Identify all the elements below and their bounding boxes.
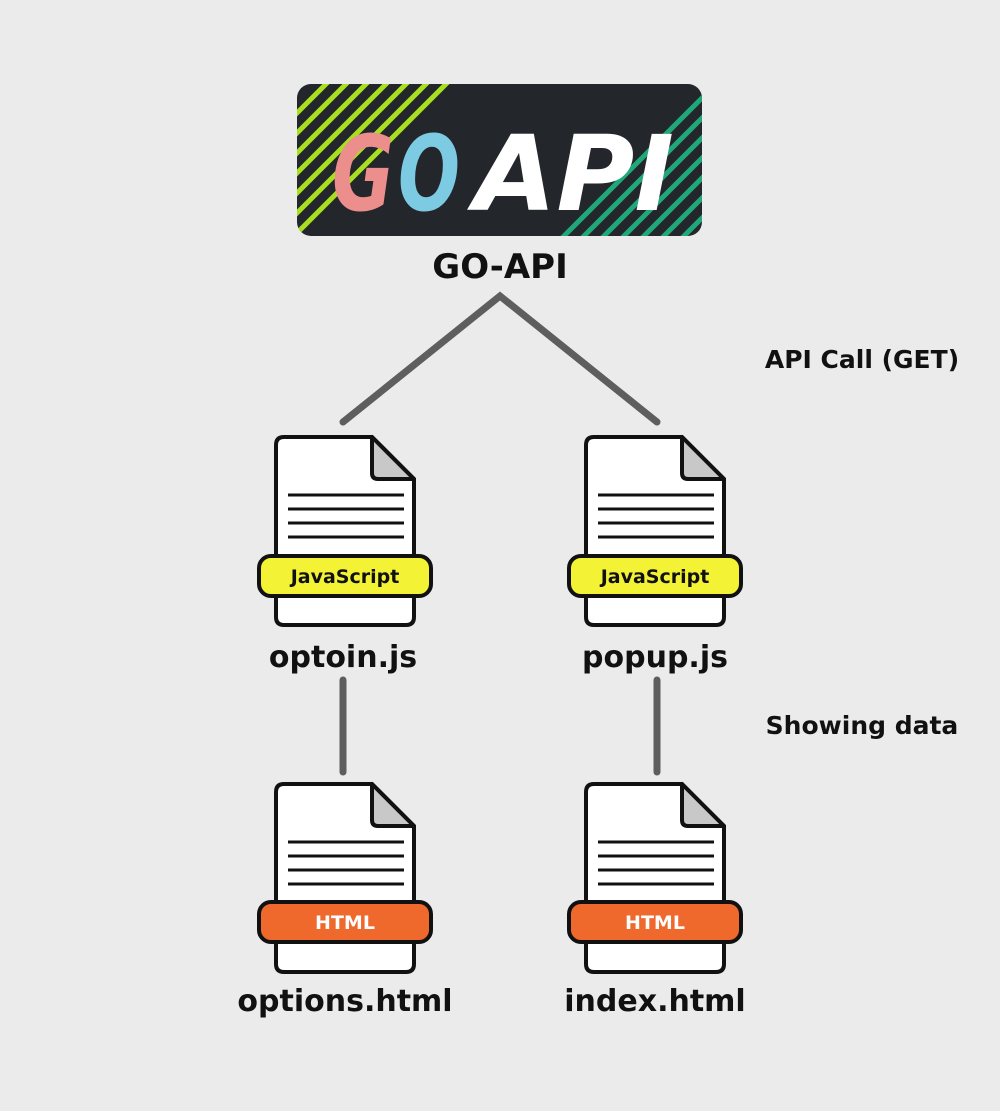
html-tag-label: HTML (315, 912, 375, 934)
logo-word-api: API (467, 113, 674, 235)
file-icon-optoin-js: JavaScript (257, 435, 433, 627)
connectors (339, 291, 661, 776)
javascript-tag-label: JavaScript (289, 566, 400, 588)
page-fold (680, 435, 726, 481)
logo-stripes (297, 84, 702, 236)
showing-data-annotation: Showing data (766, 711, 959, 740)
file-name-popup-js: popup.js (582, 640, 728, 675)
file-name-index-html: index.html (564, 984, 745, 1019)
text-lines-icon (288, 840, 404, 886)
html-tag (257, 900, 433, 944)
html-tag (567, 900, 743, 944)
page-fold (370, 782, 416, 828)
javascript-tag (567, 554, 743, 598)
file-name-optoin-js: optoin.js (269, 640, 417, 675)
root-label: GO-API (432, 247, 567, 287)
file-icon-options-html: HTML (257, 782, 433, 974)
file-icon-popup-js: JavaScript (567, 435, 743, 627)
page-fold (370, 435, 416, 481)
html-tag-label: HTML (625, 912, 685, 934)
javascript-tag-label: JavaScript (599, 566, 710, 588)
api-call-connector (339, 291, 661, 426)
text-lines-icon (598, 493, 714, 539)
file-icon-index-html: HTML (567, 782, 743, 974)
page-fold (680, 782, 726, 828)
go-api-logo: G O API (297, 84, 702, 236)
text-lines-icon (288, 493, 404, 539)
api-call-annotation: API Call (GET) (765, 345, 959, 374)
logo-letter-o: O (398, 113, 460, 235)
javascript-tag (257, 554, 433, 598)
text-lines-icon (598, 840, 714, 886)
logo-letter-g: G (332, 113, 394, 235)
file-name-options-html: options.html (237, 984, 452, 1019)
